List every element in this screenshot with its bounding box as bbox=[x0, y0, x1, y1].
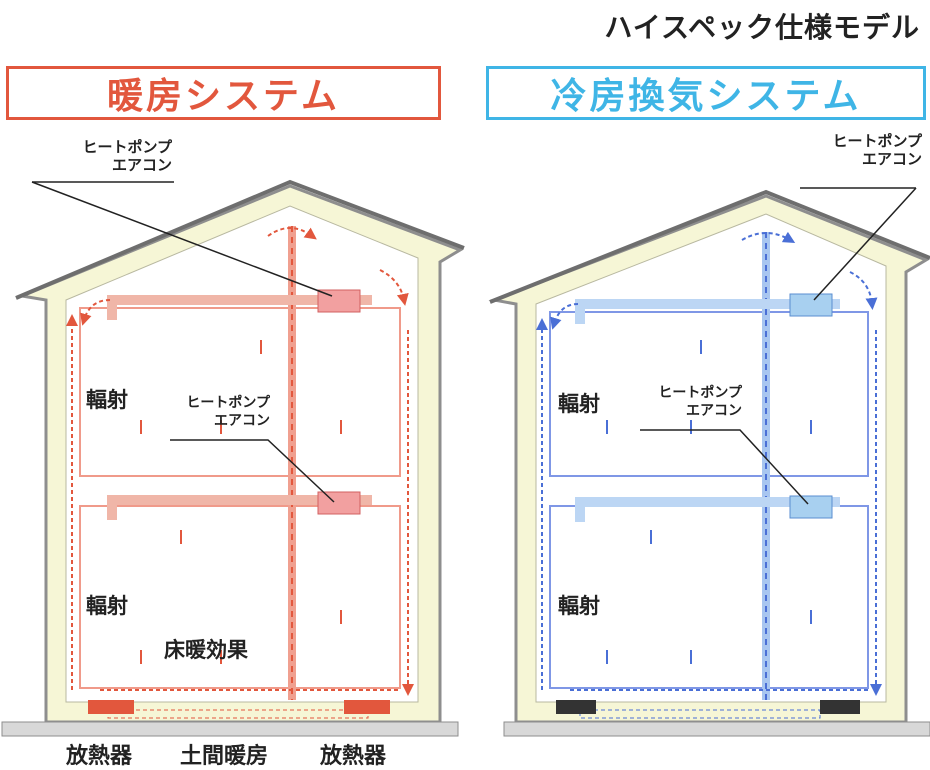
cooling-radiation-upper: 輻射 bbox=[558, 392, 600, 416]
cooling-roof bbox=[489, 189, 930, 304]
cooling-small-arrows bbox=[606, 340, 812, 664]
heating-ac-upper bbox=[317, 289, 361, 313]
heating-radiation-lower: 輻射 bbox=[86, 594, 128, 618]
cooling-ac-lower bbox=[789, 495, 833, 519]
heating-duct-lower bbox=[107, 495, 372, 520]
cooling-unit-label-mid: ヒートポンプ エアコン bbox=[622, 384, 742, 420]
radiator-label-right: 放熱器 bbox=[320, 744, 387, 769]
heating-unit-label-mid-line1: ヒートポンプ bbox=[186, 395, 270, 411]
heating-system-title: 暖房システム bbox=[6, 66, 441, 120]
radiator-label-left: 放熱器 bbox=[66, 744, 133, 769]
heating-radiator-left bbox=[88, 700, 134, 714]
heating-duct-upper bbox=[107, 295, 372, 320]
heating-ac-lower bbox=[317, 491, 361, 515]
cooling-radiator-right bbox=[820, 700, 860, 714]
heating-label-line-mid bbox=[170, 439, 335, 503]
cooling-floor-2 bbox=[549, 311, 869, 477]
cooling-ground bbox=[503, 721, 930, 737]
cooling-ac-upper bbox=[789, 293, 833, 317]
heating-unit-label-mid: ヒートポンプ エアコン bbox=[150, 394, 270, 430]
cooling-radiation-lower: 輻射 bbox=[558, 594, 600, 618]
heating-unit-label-top-line1: ヒートポンプ bbox=[82, 138, 172, 156]
model-title: ハイスペック仕様モデル bbox=[604, 11, 920, 44]
heating-unit-label-top: ヒートポンプ エアコン bbox=[44, 138, 172, 174]
heating-floor-2 bbox=[79, 307, 401, 477]
heating-radiation-upper: 輻射 bbox=[86, 388, 128, 412]
cooling-unit-label-top-line2: エアコン bbox=[861, 150, 922, 168]
heating-ground bbox=[1, 721, 459, 737]
heating-unit-label-top-line2: エアコン bbox=[111, 156, 172, 174]
heating-small-arrows bbox=[140, 340, 342, 664]
heating-house bbox=[1, 179, 465, 737]
heating-interior bbox=[65, 205, 419, 703]
heating-label-line-top bbox=[31, 181, 333, 297]
heating-radiator-right bbox=[344, 700, 390, 714]
cooling-label-line-mid bbox=[640, 429, 809, 505]
cooling-duct-lower bbox=[575, 497, 840, 522]
heating-roof bbox=[15, 179, 465, 300]
heating-floor-1 bbox=[79, 505, 401, 689]
cooling-unit-label-mid-line2: エアコン bbox=[686, 403, 742, 419]
cooling-unit-label-top-line1: ヒートポンプ bbox=[832, 132, 922, 150]
cooling-interior bbox=[535, 213, 887, 703]
cooling-radiator-left bbox=[556, 700, 596, 714]
heating-airflow bbox=[66, 227, 414, 696]
cooling-duct-upper bbox=[575, 299, 840, 324]
cooling-label-line-top bbox=[813, 187, 917, 301]
cooling-unit-label-top: ヒートポンプ エアコン bbox=[792, 132, 922, 168]
heating-unit-label-mid-line2: エアコン bbox=[214, 413, 270, 429]
cooling-house bbox=[488, 187, 930, 737]
cooling-airflow bbox=[536, 231, 882, 696]
cooling-system-title: 冷房換気システム bbox=[486, 66, 926, 120]
dirt-floor-heating-label: 土間暖房 bbox=[180, 744, 269, 769]
heating-floor-effect: 床暖効果 bbox=[164, 638, 248, 662]
cooling-unit-label-mid-line1: ヒートポンプ bbox=[658, 385, 742, 401]
